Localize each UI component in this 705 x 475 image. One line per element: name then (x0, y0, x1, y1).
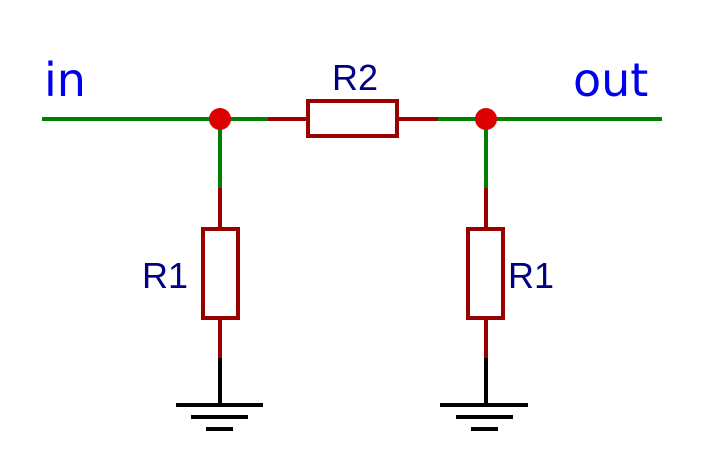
wires (42, 117, 662, 188)
junction-dot-icon (209, 108, 231, 130)
junction-dot-icon (475, 108, 497, 130)
r1-left-label: R1 (142, 255, 188, 296)
resistor-r1-right (466, 188, 505, 358)
input-label: in (44, 53, 86, 107)
resistor-r1-left (201, 188, 240, 358)
output-label: out (573, 53, 648, 107)
r2-label: R2 (332, 57, 378, 98)
r1-right-label: R1 (508, 255, 554, 296)
resistor-r2 (268, 99, 438, 138)
ground-symbol-icon (176, 358, 263, 431)
ground-symbol-icon (440, 358, 528, 431)
